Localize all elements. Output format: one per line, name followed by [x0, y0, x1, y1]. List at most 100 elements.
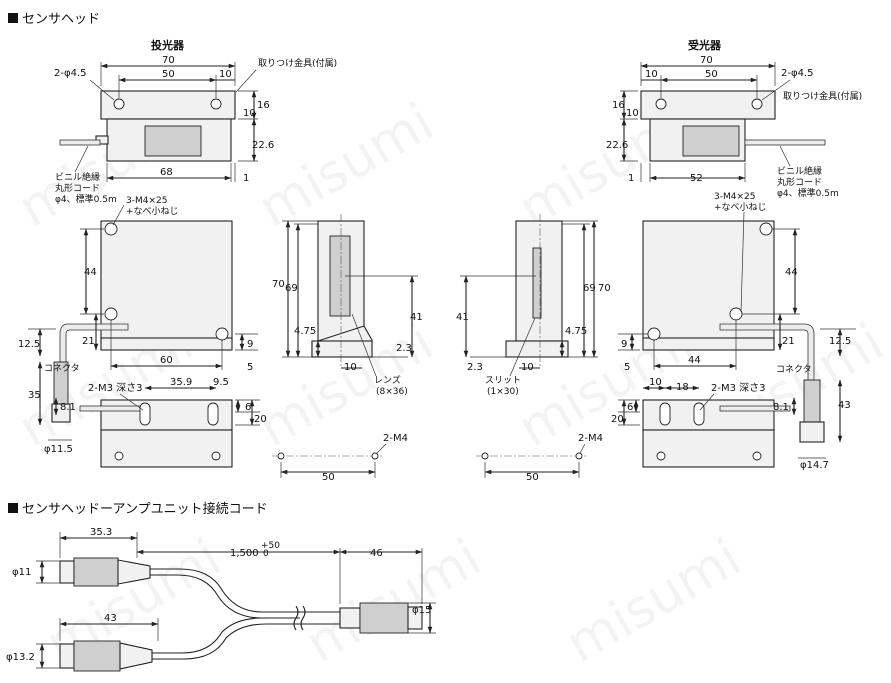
svg-text:スリット: スリット: [485, 376, 521, 386]
view-title-receiver: 受光器: [688, 38, 722, 52]
svg-text:φ14.7: φ14.7: [800, 460, 829, 471]
receiver-side-view: 70 69 41 4.75 2.3 10 スリット (1×30): [456, 214, 611, 397]
svg-text:5: 5: [247, 362, 253, 373]
svg-text:6: 6: [627, 402, 633, 413]
svg-text:12.5: 12.5: [18, 339, 40, 350]
svg-text:2-φ4.5: 2-φ4.5: [781, 68, 813, 79]
svg-text:9: 9: [247, 339, 253, 350]
svg-text:52: 52: [690, 173, 703, 184]
svg-text:43: 43: [104, 613, 117, 624]
svg-text:69: 69: [583, 283, 596, 294]
section-marker: [8, 13, 18, 23]
svg-text:+50: +50: [261, 541, 280, 551]
svg-text:44: 44: [688, 355, 701, 366]
view-title-emitter: 投光器: [151, 38, 185, 52]
svg-text:φ13.2: φ13.2: [6, 652, 35, 663]
receiver-bottom-view: 10 18 2-M3 深さ3 6 20 8.1: [611, 377, 797, 468]
svg-text:3-M4×25: 3-M4×25: [714, 192, 755, 202]
svg-text:35.9: 35.9: [170, 377, 192, 388]
svg-text:misumi: misumi: [249, 92, 444, 239]
section-title-sensor-head: センサヘッド: [22, 12, 100, 27]
emitter-bottom-view: 2-M3 深さ3 35.9 9.5 8.1 6 20: [53, 377, 267, 468]
svg-text:68: 68: [160, 167, 173, 178]
svg-text:22.6: 22.6: [606, 140, 628, 151]
section-title-cable: センサヘッドーアンプユニット接続コード: [22, 501, 268, 517]
svg-text:50: 50: [705, 69, 718, 80]
svg-text:10: 10: [344, 362, 357, 373]
svg-text:8.1: 8.1: [773, 402, 789, 413]
section-marker: [8, 503, 18, 513]
svg-text:2-M3 深さ3: 2-M3 深さ3: [88, 382, 143, 394]
svg-text:取りつけ金具(付属): 取りつけ金具(付属): [783, 90, 862, 102]
svg-text:70: 70: [700, 55, 713, 66]
svg-text:6: 6: [245, 402, 251, 413]
svg-text:2-M4: 2-M4: [578, 433, 603, 444]
svg-text:φ11: φ11: [12, 567, 31, 578]
svg-text:46: 46: [370, 548, 383, 559]
svg-text:4.75: 4.75: [294, 326, 316, 337]
svg-text:10: 10: [645, 69, 658, 80]
svg-text:コネクタ: コネクタ: [776, 364, 812, 375]
emitter-top-view: 70 50 10 2-φ4.5 取りつけ金具(付属) 16 10 22.6 68…: [54, 55, 337, 205]
svg-text:16: 16: [257, 100, 270, 111]
svg-text:コネクタ: コネクタ: [44, 363, 80, 374]
svg-text:レンズ: レンズ: [374, 374, 401, 386]
svg-text:5: 5: [624, 362, 630, 373]
svg-text:44: 44: [84, 267, 97, 278]
svg-text:44: 44: [785, 267, 798, 278]
svg-text:35: 35: [28, 390, 41, 401]
emitter-front-view: 3-M4×25 +なべ小ねじ 44 12.5 21 9 5 60 コネクタ 35…: [18, 196, 258, 455]
svg-text:16: 16: [612, 100, 625, 111]
svg-text:2.3: 2.3: [467, 362, 483, 373]
svg-text:60: 60: [160, 355, 173, 366]
svg-text:2.3: 2.3: [396, 343, 412, 354]
svg-text:1,500: 1,500: [230, 548, 259, 559]
svg-text:1: 1: [628, 173, 634, 184]
svg-text:φ11.5: φ11.5: [44, 444, 73, 455]
svg-text:4.75: 4.75: [565, 326, 587, 337]
svg-text:3-M4×25: 3-M4×25: [126, 196, 167, 206]
svg-text:φ4、標準0.5m: φ4、標準0.5m: [55, 193, 117, 205]
svg-text:69: 69: [285, 283, 298, 294]
svg-text:9.5: 9.5: [213, 377, 229, 388]
svg-text:(1×30): (1×30): [487, 387, 519, 397]
svg-text:10: 10: [626, 108, 639, 119]
svg-text:70: 70: [162, 55, 175, 66]
svg-text:(8×36): (8×36): [376, 387, 408, 397]
svg-text:丸形コード: 丸形コード: [777, 176, 822, 188]
svg-text:+なべ小ねじ: +なべ小ねじ: [714, 202, 767, 213]
svg-text:21: 21: [782, 336, 795, 347]
svg-text:8.1: 8.1: [60, 402, 76, 413]
svg-text:70: 70: [598, 283, 611, 294]
svg-text:43: 43: [838, 400, 851, 411]
svg-text:41: 41: [456, 312, 469, 323]
svg-text:misumi: misumi: [556, 528, 751, 675]
svg-text:0: 0: [263, 549, 269, 559]
svg-text:18: 18: [676, 382, 689, 393]
svg-text:41: 41: [410, 312, 423, 323]
svg-text:10: 10: [521, 362, 534, 373]
svg-text:10: 10: [219, 69, 232, 80]
svg-text:50: 50: [526, 472, 539, 483]
connection-cable-drawing: 35.3 1,500 +50 0 46 43 φ11 φ13.2 φ15: [6, 527, 436, 672]
svg-text:10: 10: [649, 377, 662, 388]
svg-text:misumi: misumi: [296, 528, 491, 675]
m4-hole-pattern-receiver: 50 2-M4: [476, 433, 603, 483]
svg-text:1: 1: [243, 173, 249, 184]
svg-text:50: 50: [162, 69, 175, 80]
svg-text:70: 70: [272, 279, 285, 290]
svg-text:21: 21: [82, 336, 95, 347]
svg-text:22.6: 22.6: [252, 140, 274, 151]
receiver-top-view: 70 10 50 2-φ4.5 取りつけ金具(付属) 16 10 22.6 52…: [606, 55, 862, 199]
svg-text:取りつけ金具(付属): 取りつけ金具(付属): [258, 57, 337, 69]
m4-hole-pattern-emitter: 50 2-M4: [272, 433, 408, 483]
svg-text:+なべ小ねじ: +なべ小ねじ: [126, 206, 179, 217]
svg-text:20: 20: [611, 414, 624, 425]
svg-text:ビニル絶縁: ビニル絶縁: [777, 165, 822, 177]
svg-text:2-M3 深さ3: 2-M3 深さ3: [711, 382, 766, 394]
svg-text:35.3: 35.3: [90, 527, 112, 538]
svg-text:φ4、標準0.5m: φ4、標準0.5m: [777, 187, 839, 199]
svg-text:φ15: φ15: [412, 605, 431, 616]
receiver-front-view: 3-M4×25 +なべ小ねじ 44 21 12.5 9 5 44 コネクタ 43…: [618, 192, 856, 471]
